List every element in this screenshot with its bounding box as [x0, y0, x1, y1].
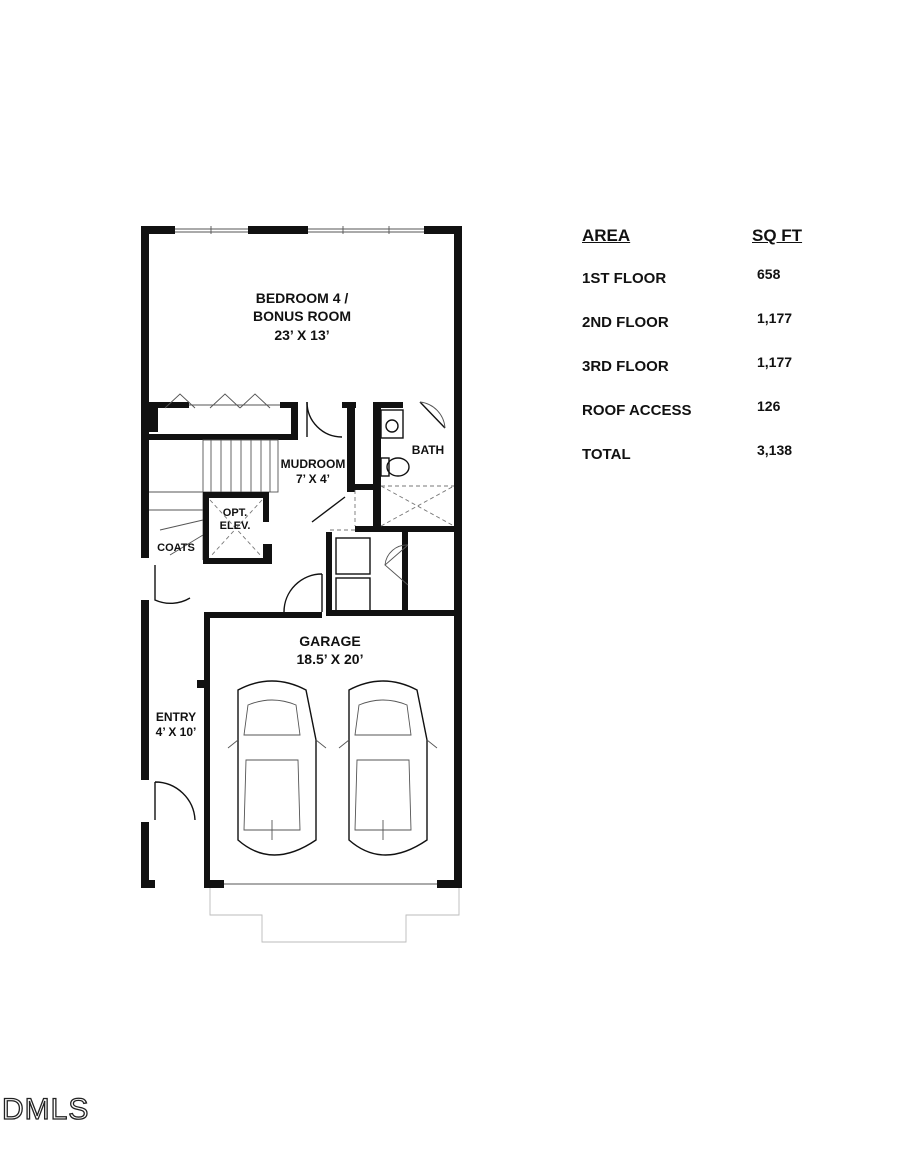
area-header: AREA [582, 226, 631, 245]
bedroom-label-line2: BONUS ROOM [253, 308, 351, 324]
entry-dims: 4’ X 10’ [156, 725, 197, 739]
area-name: 3RD FLOOR [582, 358, 669, 375]
bedroom-label-line1: BEDROOM 4 / [256, 290, 349, 306]
area-sqft: 126 [757, 398, 781, 414]
area-sqft: 1,177 [757, 310, 793, 326]
area-row-2nd-floor: 2ND FLOOR 1,177 [582, 310, 842, 358]
area-sqft: 1,177 [757, 354, 793, 370]
elevator-label-line1: OPT. [223, 507, 247, 519]
area-row-1st-floor: 1ST FLOOR 658 [582, 266, 842, 314]
elevator-label-line2: ELEV. [220, 520, 251, 532]
bedroom-dims: 23’ X 13’ [274, 327, 329, 343]
sqft-header: SQ FT [752, 226, 803, 245]
area-table-header: AREA SQ FT [582, 226, 842, 270]
area-table: AREA SQ FT 1ST FLOOR 658 2ND FLOOR 1,177… [582, 226, 842, 490]
area-name: 2ND FLOOR [582, 314, 669, 331]
mudroom-dims: 7’ X 4’ [296, 472, 330, 486]
area-sqft: 658 [757, 266, 781, 282]
area-name: TOTAL [582, 446, 631, 463]
interior-walls [149, 393, 455, 888]
area-name: 1ST FLOOR [582, 270, 667, 287]
car-left [227, 680, 327, 856]
area-name: ROOF ACCESS [582, 402, 692, 419]
watermark-logo: DMLS [1, 1092, 90, 1126]
bath-label: BATH [412, 443, 444, 457]
entry-label: ENTRY [156, 710, 196, 724]
area-row-total: TOTAL 3,138 [582, 442, 842, 490]
car-right [338, 680, 438, 856]
area-row-roof-access: ROOF ACCESS 126 [582, 398, 842, 446]
area-sqft: 3,138 [757, 442, 793, 458]
garage-label: GARAGE [299, 633, 360, 649]
area-row-3rd-floor: 3RD FLOOR 1,177 [582, 354, 842, 402]
mudroom-label: MUDROOM [281, 457, 346, 471]
exterior-walls [141, 226, 462, 943]
garage-dims: 18.5’ X 20’ [297, 651, 364, 667]
coats-label: COATS [157, 542, 195, 554]
